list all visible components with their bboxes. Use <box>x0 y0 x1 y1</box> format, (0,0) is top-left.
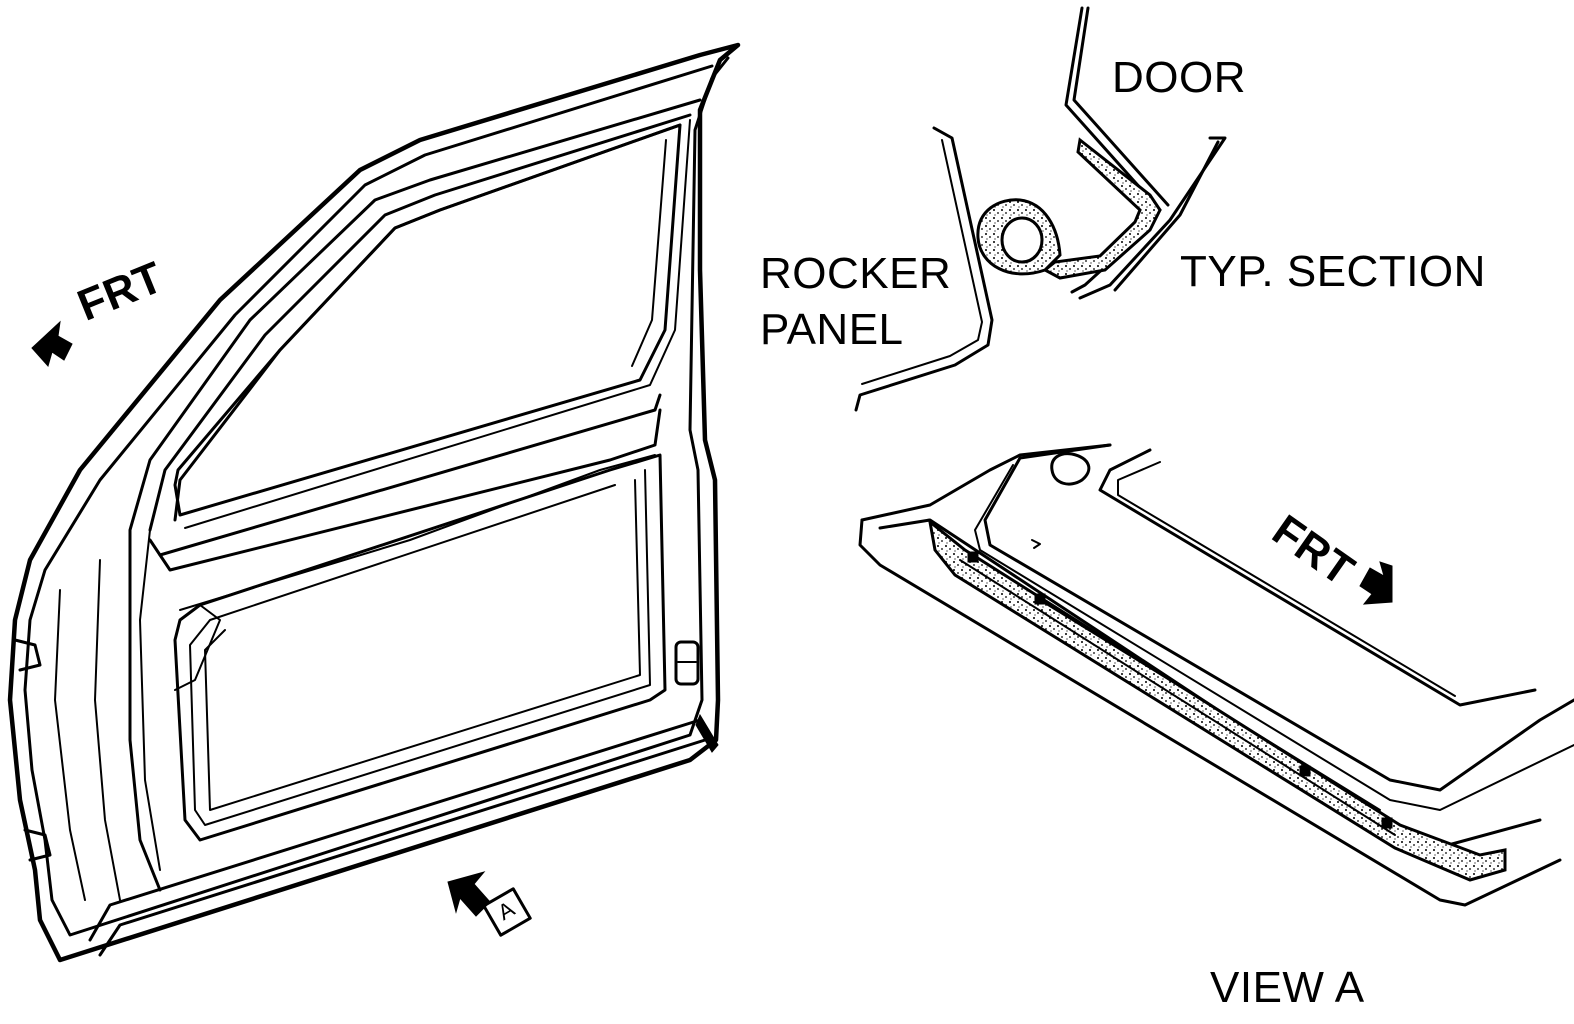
retainer-clip-4 <box>1381 817 1393 829</box>
typ-section-label: TYP. SECTION <box>1180 247 1486 296</box>
belt-line-lower <box>158 408 662 572</box>
window-opening <box>173 123 682 517</box>
door-skin-inner <box>1072 6 1170 207</box>
arrow-up-left-icon <box>447 871 491 917</box>
arrow-left-icon <box>31 320 73 368</box>
rocker-panel-line-2 <box>861 139 983 385</box>
lower-panel-inner-2 <box>204 479 641 811</box>
door-inner-panel <box>1078 136 1227 300</box>
inner-latch-hole <box>1050 452 1091 486</box>
lower-panel-gusset <box>174 604 221 691</box>
weatherstrip-seam <box>959 559 1396 836</box>
door-bottom-edge-2 <box>98 738 707 957</box>
typical-section <box>854 6 1227 412</box>
lower-hinge-notch <box>23 828 52 862</box>
door-label: DOOR <box>1112 53 1246 102</box>
retainer-clip-3 <box>1299 765 1311 777</box>
window-frame-inner-1 <box>148 113 692 532</box>
window-channel-2 <box>631 139 667 367</box>
rocker-panel-label-line1: ROCKER <box>760 249 952 298</box>
belt-line-upper <box>148 393 662 557</box>
weatherstrip-seam-2 <box>1039 599 1381 811</box>
window-frame-outer <box>128 98 702 892</box>
inner-panel-window-2 <box>1117 461 1456 697</box>
window-channel <box>184 119 691 529</box>
weatherstrip-bulb-hole <box>1000 216 1044 264</box>
retainer-clip-1 <box>967 551 979 563</box>
view-marker-box <box>482 887 532 937</box>
lower-panel-inner-1 <box>189 469 651 826</box>
door-frame-outer <box>23 56 730 937</box>
front-arrow-right <box>1359 561 1393 605</box>
hinge-pillar-line-2 <box>94 559 121 901</box>
arrow-down-right-icon <box>1359 561 1393 605</box>
door-bottom-edge <box>88 718 702 942</box>
lower-panel-opening <box>173 453 667 842</box>
hinge-pillar-line-3 <box>54 589 86 901</box>
inner-panel-outline <box>983 443 1574 792</box>
sill-outer-edge <box>858 518 1562 907</box>
door-latch <box>674 640 700 686</box>
door-bottom-shadow <box>695 713 719 753</box>
sill-top-edge <box>860 443 1112 522</box>
door-shell <box>7 42 741 963</box>
view-a-label: VIEW A <box>1210 963 1365 1012</box>
retainer-clip-2 <box>1034 593 1046 605</box>
view-a-marker <box>447 871 532 937</box>
front-arrow-left <box>31 320 73 368</box>
door-outer-edge <box>7 42 741 963</box>
inner-mark <box>1031 539 1041 549</box>
inner-panel-outline-2 <box>974 464 1574 811</box>
rocker-panel-label-line2: PANEL <box>760 305 904 354</box>
upper-hinge-notch <box>13 638 42 672</box>
inner-panel-window <box>1098 448 1537 707</box>
hinge-pillar-line-1 <box>139 529 161 871</box>
door-inner-panel-2 <box>1113 140 1220 292</box>
view-a-detail <box>858 443 1574 907</box>
rocker-panel-line <box>854 126 994 412</box>
